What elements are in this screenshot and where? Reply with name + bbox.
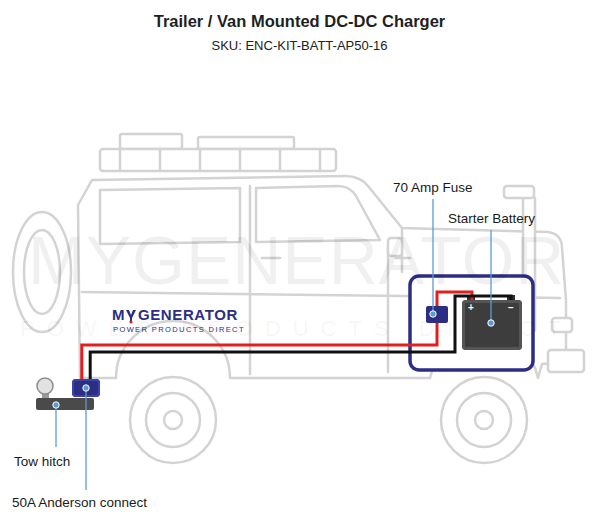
callout-label: Tow hitch	[14, 454, 70, 470]
anderson-plug: 50A Anderson connect	[72, 379, 100, 397]
logo-text: M	[112, 306, 125, 324]
wheel	[146, 393, 200, 447]
callout-label: 50A Anderson connect	[12, 495, 147, 511]
subtitle: SKU: ENC-KIT-BATT-AP50-16	[0, 38, 599, 54]
leader-line	[55, 405, 56, 447]
callout-label: Starter Battery	[448, 211, 535, 227]
front-bumper	[548, 350, 584, 372]
tow-hitch: Tow hitch	[36, 398, 94, 410]
battery-box: Starter Battery+−	[462, 300, 522, 350]
tow-ball	[37, 378, 53, 400]
roof-cargo	[120, 134, 182, 149]
fuse-box: 70 Amp Fuse	[426, 306, 448, 323]
roof-rack	[100, 149, 336, 171]
terminal-sign: −	[508, 302, 514, 314]
callout-label: 70 Amp Fuse	[393, 180, 473, 196]
watermark: MYGENERATOR	[28, 220, 565, 302]
diagram-title: Trailer / Van Mounted DC-DC Charger	[0, 12, 599, 32]
roof-rack-bar	[120, 149, 320, 171]
roof-cargo	[198, 137, 294, 149]
tow-ball	[37, 378, 53, 394]
logo-text: GENERATOR	[138, 306, 238, 324]
negative-wire	[90, 296, 511, 379]
wheel	[457, 393, 511, 447]
wheel-hub	[164, 411, 182, 429]
logo-tagline: POWER PRODUCTS DIRECT	[113, 325, 245, 334]
wheel-hub	[475, 411, 493, 429]
wheel	[441, 377, 527, 463]
wheel	[130, 377, 216, 463]
vehicle-outline	[13, 134, 584, 463]
terminal-sign: +	[468, 302, 474, 314]
positive-wire	[82, 323, 437, 379]
snorkel-head	[504, 186, 534, 198]
